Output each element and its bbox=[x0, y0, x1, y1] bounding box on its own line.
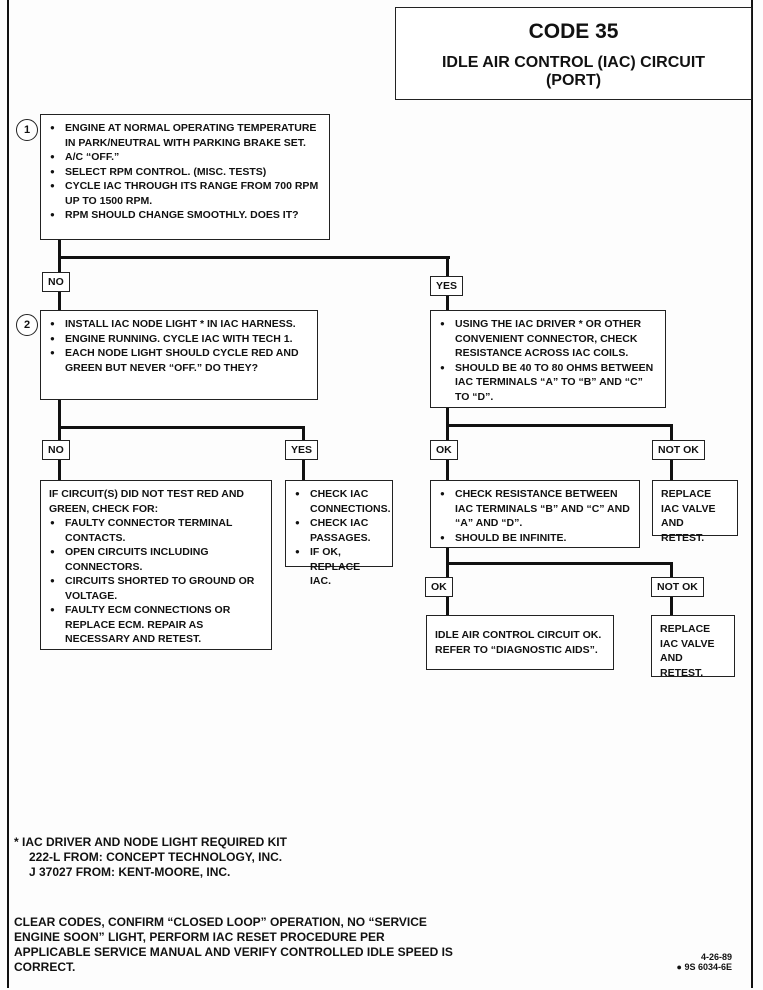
step-2-item: ENGINE RUNNING. CYCLE IAC WITH TECH 1. bbox=[50, 332, 309, 347]
left-border bbox=[7, 0, 9, 988]
footnote: * IAC DRIVER AND NODE LIGHT REQUIRED KIT… bbox=[14, 835, 354, 880]
step-1-box: ENGINE AT NORMAL OPERATING TEMPERATURE I… bbox=[40, 114, 330, 240]
circuit-check-box: IF CIRCUIT(S) DID NOT TEST RED AND GREEN… bbox=[40, 480, 272, 650]
iac-check-item: IF OK, REPLACE IAC. bbox=[295, 545, 384, 589]
connector bbox=[446, 562, 673, 565]
step-1-item: RPM SHOULD CHANGE SMOOTHLY. DOES IT? bbox=[50, 208, 321, 223]
code-title: CODE 35 bbox=[528, 20, 619, 43]
step-2-marker: 2 bbox=[16, 314, 38, 336]
step-1-item: SELECT RPM CONTROL. (MISC. TESTS) bbox=[50, 165, 321, 180]
circuit-check-item: FAULTY ECM CONNECTIONS OR REPLACE ECM. R… bbox=[50, 603, 263, 647]
not-ok-label: NOT OK bbox=[652, 440, 705, 460]
connector bbox=[58, 256, 450, 259]
step-2-item: INSTALL IAC NODE LIGHT * IN IAC HARNESS. bbox=[50, 317, 309, 332]
doc-number: ● 9S 6034-6E bbox=[676, 962, 732, 972]
step-1-marker: 1 bbox=[16, 119, 38, 141]
title-line1: IDLE AIR CONTROL (IAC) CIRCUIT bbox=[441, 54, 706, 71]
date: 4-26-89 bbox=[700, 952, 732, 962]
ok-label: OK bbox=[430, 440, 458, 460]
circuit-check-intro: IF CIRCUIT(S) DID NOT TEST RED AND GREEN… bbox=[49, 488, 245, 515]
resistance-item: SHOULD BE 40 TO 80 OHMS BETWEEN IAC TERM… bbox=[440, 361, 657, 405]
footnote-line: * IAC DRIVER AND NODE LIGHT REQUIRED KIT bbox=[14, 835, 287, 849]
connector bbox=[58, 426, 305, 429]
step-1-item: A/C “OFF.” bbox=[50, 150, 321, 165]
replace-iac-box: REPLACE IAC VALVE AND RETEST. bbox=[651, 615, 735, 679]
title-line2: (PORT) bbox=[545, 72, 602, 89]
yes-label: YES bbox=[430, 276, 464, 296]
iac-check-box: CHECK IAC CONNECTIONS. CHECK IAC PASSAGE… bbox=[285, 480, 393, 587]
circuit-check-item: OPEN CIRCUITS INCLUDING CONNECTORS. bbox=[50, 545, 263, 574]
not-ok-label: NOT OK bbox=[651, 577, 704, 597]
step-1-item: CYCLE IAC THROUGH ITS RANGE FROM 700 RPM… bbox=[50, 179, 321, 208]
infinite-check-box: CHECK RESISTANCE BETWEEN IAC TERMINALS “… bbox=[430, 480, 640, 548]
resistance-item: USING THE IAC DRIVER * OR OTHER CONVENIE… bbox=[440, 317, 657, 361]
step-2-box: INSTALL IAC NODE LIGHT * IN IAC HARNESS.… bbox=[40, 310, 318, 400]
infinite-check-item: CHECK RESISTANCE BETWEEN IAC TERMINALS “… bbox=[440, 487, 631, 531]
ok-label: OK bbox=[425, 577, 453, 597]
no-label: NO bbox=[42, 440, 70, 460]
right-border bbox=[751, 0, 753, 988]
yes-label: YES bbox=[285, 440, 319, 460]
step-2-item: EACH NODE LIGHT SHOULD CYCLE RED AND GRE… bbox=[50, 346, 309, 375]
closing-instructions: CLEAR CODES, CONFIRM “CLOSED LOOP” OPERA… bbox=[14, 915, 453, 974]
iac-check-item: CHECK IAC PASSAGES. bbox=[295, 516, 384, 545]
iac-check-item: CHECK IAC CONNECTIONS. bbox=[295, 487, 391, 516]
replace-iac-box: REPLACE IAC VALVE AND RETEST. bbox=[652, 480, 738, 544]
connector bbox=[446, 424, 673, 427]
resistance-check-box: USING THE IAC DRIVER * OR OTHER CONVENIE… bbox=[430, 310, 666, 408]
doc-info: 4-26-89 ● 9S 6034-6E bbox=[672, 952, 732, 972]
footnote-line: 222-L FROM: CONCEPT TECHNOLOGY, INC. bbox=[29, 850, 283, 864]
no-label: NO bbox=[42, 272, 70, 292]
infinite-check-item: SHOULD BE INFINITE. bbox=[440, 531, 631, 546]
circuit-check-item: FAULTY CONNECTOR TERMINAL CONTACTS. bbox=[50, 516, 263, 545]
title-box: CODE 35 IDLE AIR CONTROL (IAC) CIRCUIT (… bbox=[395, 7, 752, 100]
circuit-ok-box: IDLE AIR CONTROL CIRCUIT OK. REFER TO “D… bbox=[426, 615, 614, 670]
circuit-check-item: CIRCUITS SHORTED TO GROUND OR VOLTAGE. bbox=[50, 574, 263, 603]
footnote-line: J 37027 FROM: KENT-MOORE, INC. bbox=[29, 865, 231, 879]
step-1-item: ENGINE AT NORMAL OPERATING TEMPERATURE I… bbox=[50, 121, 321, 150]
